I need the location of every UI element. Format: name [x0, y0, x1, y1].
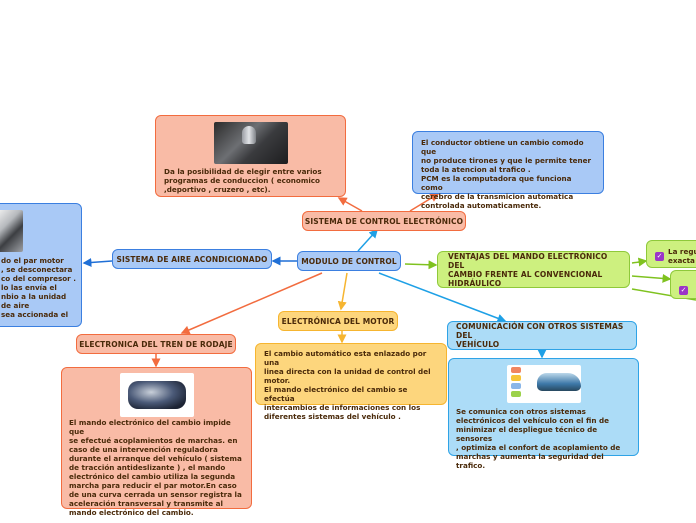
- note-comunicacion[interactable]: Se comunica con otros sistemas electróni…: [448, 358, 639, 470]
- item-text: La regu exacta: [668, 247, 696, 265]
- topic-tren-rodaje[interactable]: ELECTRONICA DEL TREN DE RODAJE: [76, 334, 236, 354]
- transmission-gearbox-photo: [120, 373, 194, 417]
- note-aire[interactable]: do el par motor , se desconectara co del…: [0, 203, 82, 327]
- checkbox-checked-icon[interactable]: ✓: [655, 251, 664, 261]
- link-control-note-left: [337, 197, 363, 212]
- note-motor[interactable]: El cambio automático esta enlazado por u…: [255, 343, 447, 421]
- note-control-programs[interactable]: Da la posibilidad de elegir entre varios…: [155, 115, 346, 197]
- car-icon: [537, 373, 581, 391]
- note-text: El cambio automático esta enlazado por u…: [264, 349, 431, 421]
- topic-label: SISTEMA DE AIRE ACONDICIONADO: [116, 254, 268, 264]
- link-ventajas-item2: [631, 273, 672, 283]
- note-text: El conductor obtiene un cambio comodo qu…: [421, 138, 592, 210]
- topic-aire-acondicionado[interactable]: SISTEMA DE AIRE ACONDICIONADO: [112, 249, 272, 269]
- link-central-motor: [337, 272, 348, 311]
- topic-label: ELECTRÓNICA DEL MOTOR: [281, 316, 395, 326]
- link-ventajas-item1: [631, 257, 648, 267]
- topic-ventajas[interactable]: VENTAJAS DEL MANDO ELECTRÓNICO DEL CAMBI…: [437, 251, 630, 288]
- central-topic-modulo-control[interactable]: MODULO DE CONTROL: [297, 251, 401, 271]
- note-text: El mando electrónico del cambio impide q…: [69, 418, 242, 517]
- note-control-pcm[interactable]: El conductor obtiene un cambio comodo qu…: [412, 131, 604, 210]
- ventajas-item-2[interactable]: ✓: [670, 270, 696, 299]
- topic-label: ELECTRONICA DEL TREN DE RODAJE: [79, 339, 233, 349]
- gear-shifter-photo: [214, 122, 288, 164]
- central-label: MODULO DE CONTROL: [301, 256, 397, 266]
- note-text: Se comunica con otros sistemas electróni…: [456, 407, 621, 470]
- topic-electronica-motor[interactable]: ELECTRÓNICA DEL MOTOR: [278, 311, 398, 331]
- topic-label: COMUNICACIÓN CON OTROS SISTEMAS DEL VEHÍ…: [456, 322, 624, 349]
- ventajas-item-1[interactable]: ✓ La regu exacta: [646, 240, 696, 268]
- topic-label: SISTEMA DE CONTROL ELECTRÓNICO: [304, 216, 464, 226]
- link-central-ventajas: [404, 260, 438, 270]
- topic-sistema-control[interactable]: SISTEMA DE CONTROL ELECTRÓNICO: [302, 211, 466, 231]
- link-aire-note: [82, 257, 113, 267]
- checkbox-checked-icon[interactable]: ✓: [679, 286, 688, 295]
- link-central-control: [357, 228, 379, 252]
- car-sensors-diagram: [507, 365, 581, 403]
- note-text: do el par motor , se desconectara co del…: [1, 256, 76, 319]
- topic-label: VENTAJAS DEL MANDO ELECTRÓNICO DEL CAMBI…: [448, 251, 608, 288]
- air-conditioning-photo: [0, 210, 23, 252]
- note-text: Da la posibilidad de elegir entre varios…: [164, 167, 322, 194]
- note-tren-rodaje[interactable]: El mando electrónico del cambio impide q…: [61, 367, 252, 517]
- topic-comunicacion[interactable]: COMUNICACIÓN CON OTROS SISTEMAS DEL VEHÍ…: [447, 321, 637, 350]
